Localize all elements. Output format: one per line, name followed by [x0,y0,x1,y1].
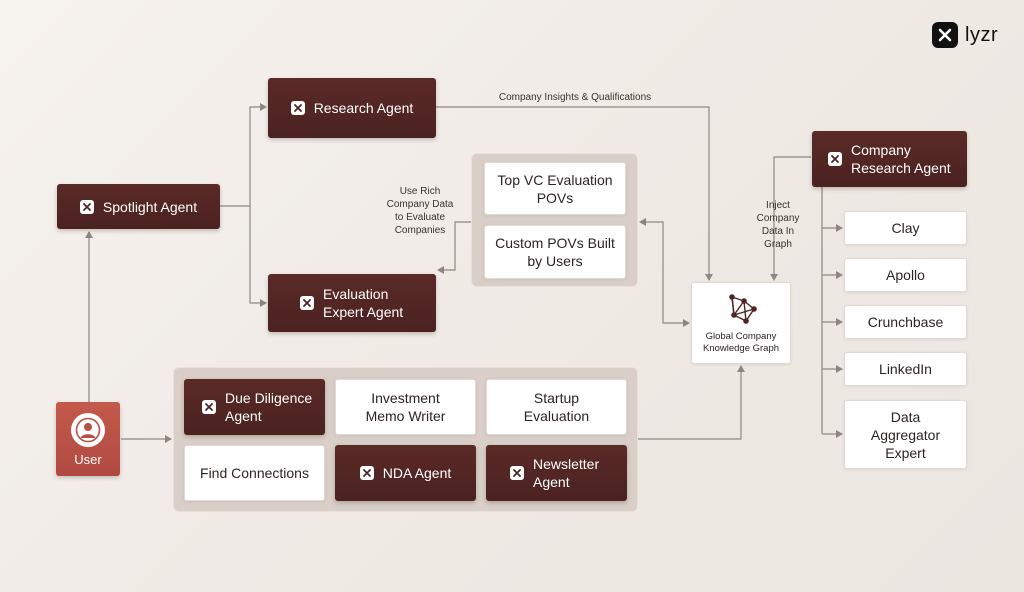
annotation-insights: Company Insights & Qualifications [498,92,652,103]
nda-agent-label: NDA Agent [382,465,452,481]
line-to-evaluation [249,206,267,307]
line-povs-evaluation [437,221,471,274]
knowledge-graph-label: Global Company Knowledge Graph [702,331,780,354]
spotlight-agent-node[interactable]: Spotlight Agent [57,184,220,229]
user-node[interactable]: User [56,402,120,476]
line-tools-kg [638,365,745,440]
newsletter-agent-label: Newsletter Agent [533,456,600,490]
user-label: User [74,452,102,467]
find-connections-label: Find Connections [200,465,309,481]
user-avatar-icon [71,413,105,447]
lyzr-logo-icon [932,22,958,48]
agent-icon [79,199,94,214]
agent-icon [290,101,305,115]
agent-icon [202,400,216,414]
investment-memo-label: Investment Memo Writer [365,390,446,424]
line-research-kg [436,106,713,281]
line-povs-kg [639,218,690,327]
find-connections-node[interactable]: Find Connections [184,445,325,501]
company-research-agent-label: Company Research Agent [851,142,951,176]
source-crunchbase[interactable]: Crunchbase [844,305,967,339]
source-label: Apollo [886,267,925,283]
agent-icon [828,152,842,166]
source-data-aggregator[interactable]: Data Aggregator Expert [844,400,967,469]
line-to-research [249,103,267,206]
newsletter-agent-node[interactable]: Newsletter Agent [486,445,627,501]
brand-name: lyzr [965,23,999,46]
startup-evaluation-node[interactable]: Startup Evaluation [486,379,627,435]
custom-pov-label: Custom POVs Built by Users [495,235,615,269]
nda-agent-node[interactable]: NDA Agent [335,445,476,501]
top-vc-pov-node[interactable]: Top VC Evaluation POVs [484,162,626,215]
agent-icon [510,466,524,480]
knowledge-graph-node[interactable]: Global Company Knowledge Graph [691,282,791,364]
company-research-agent-node[interactable]: Company Research Agent [812,131,967,187]
due-diligence-label: Due Diligence Agent [225,390,313,424]
network-graph-icon [729,294,757,324]
spotlight-agent-label: Spotlight Agent [102,198,198,215]
source-label: LinkedIn [879,361,932,377]
investment-memo-node[interactable]: Investment Memo Writer [335,379,476,435]
source-label: Crunchbase [867,314,944,330]
agent-icon [359,466,374,480]
source-clay[interactable]: Clay [844,211,967,245]
annotation-rich-data: Use Rich Company Data to Evaluate Compan… [386,186,454,236]
brand-logo: lyzr [932,22,998,48]
source-label: Clay [891,220,920,236]
source-linkedin[interactable]: LinkedIn [844,352,967,386]
due-diligence-agent-node[interactable]: Due Diligence Agent [184,379,325,435]
research-agent-label: Research Agent [313,100,414,116]
source-apollo[interactable]: Apollo [844,258,967,292]
startup-evaluation-label: Startup Evaluation [523,390,590,424]
agent-icon [300,296,314,310]
research-agent-node[interactable]: Research Agent [268,78,436,138]
evaluation-agent-label: Evaluation Expert Agent [323,286,404,320]
evaluation-agent-node[interactable]: Evaluation Expert Agent [268,274,436,332]
custom-pov-node[interactable]: Custom POVs Built by Users [484,225,626,279]
source-label: Data Aggregator Expert [870,408,941,461]
annotation-inject: Inject Company Data In Graph [756,200,800,250]
top-vc-pov-label: Top VC Evaluation POVs [497,171,613,206]
line-company-kg [770,156,811,281]
